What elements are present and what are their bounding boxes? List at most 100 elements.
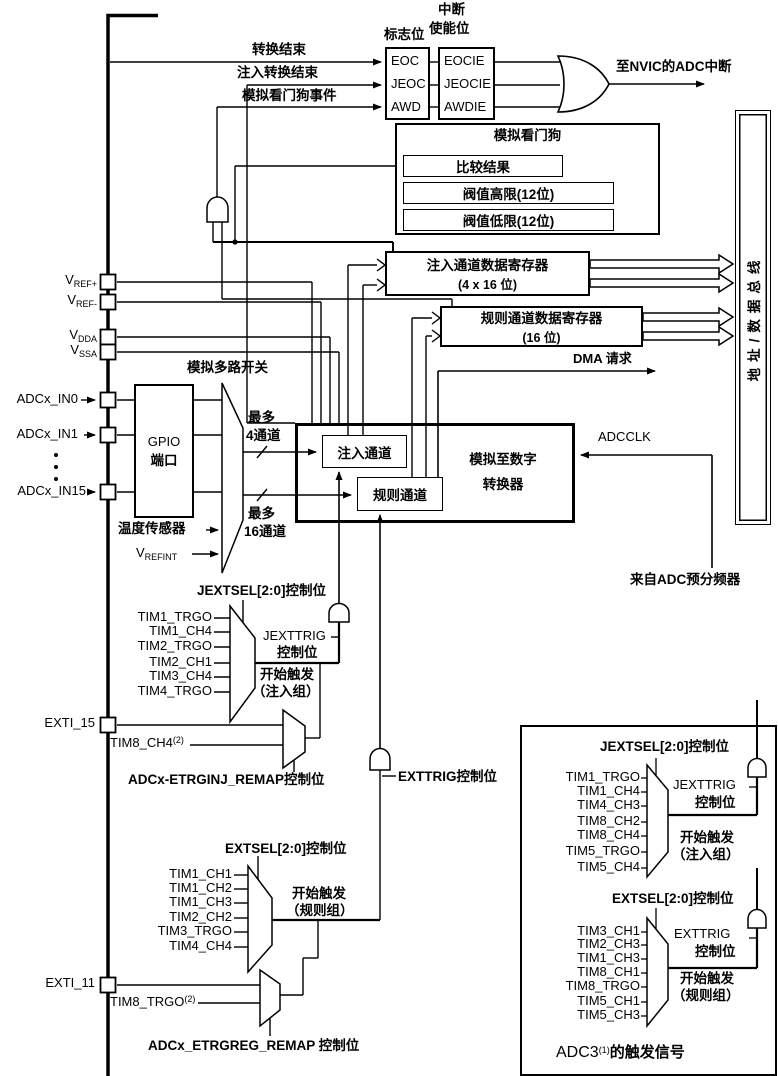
bus-label: 地址/数据总线 (747, 254, 762, 382)
adc3-caption-sup: (1) (598, 1045, 610, 1055)
junction-dot (232, 239, 238, 245)
jexttrig-gate-icon (328, 602, 350, 623)
trigger-input-label: TIM1_CH1 (169, 866, 232, 881)
adc3-exttrig-gate-icon (747, 908, 767, 929)
adc3-lines (641, 700, 759, 1017)
adc3-caption-text: 的触发信号 (609, 1044, 685, 1061)
ellipsis-dots (54, 453, 58, 481)
adc3-trigger-input-label: TIM5_TRGO (565, 843, 640, 858)
trigger-input-label: TIM3_CH4 (149, 668, 212, 683)
mux-output-lines (243, 445, 352, 502)
vssa-label: VSSA (30, 342, 97, 359)
vref-minus-label: VREF- (30, 292, 97, 309)
inj-start-label-1: 开始触发 (260, 667, 314, 682)
adc3-exttrig-label-1: EXTTRIG (674, 926, 731, 941)
adc3-trigger-input-label: TIM5_CH3 (577, 1007, 640, 1022)
jexttrig-label-1: JEXTTRIG (263, 628, 326, 643)
inj-start-label-2: （注入组） (252, 684, 320, 699)
regular-register-title: 规则通道数据寄存器 (480, 311, 603, 326)
tim8-trgo-sup: (2) (184, 994, 196, 1004)
extsel-label: EXTSEL[2:0]控制位 (225, 841, 347, 856)
vrefp-sub: REF+ (73, 279, 97, 289)
etrgreg-remap-label: ADCx_ETRGREG_REMAP 控制位 (148, 1038, 360, 1053)
eocie-bit: EOCIE (444, 53, 485, 68)
vdda-label: VDDA (30, 327, 97, 344)
adc3-trigger-input-label: TIM1_CH4 (577, 783, 640, 798)
jeocie-bit: JEOCIE (444, 76, 491, 91)
awd-signal-label: 模拟看门狗事件 (242, 88, 337, 103)
adc3-reg-start-2: （规则组） (672, 988, 740, 1003)
tim8-ch4-main: TIM8_CH4 (110, 735, 173, 750)
adc3-trigger-input-label: TIM4_CH3 (577, 797, 640, 812)
adc3-caption-main: ADC3 (556, 1044, 599, 1061)
temp-sensor-label: 温度传感器 (118, 521, 186, 536)
eoc-flag: EOC (391, 53, 420, 68)
trigger-input-label: TIM3_TRGO (157, 923, 232, 938)
extsel-mux (247, 863, 273, 974)
adc3-box (520, 725, 777, 1076)
flag-signal-lines (110, 58, 705, 424)
dma-request-label: DMA 请求 (573, 351, 632, 366)
adc3-trigger-input-label: TIM8_CH2 (577, 813, 640, 828)
adc3-jextsel-label: JEXTSEL[2:0]控制位 (600, 739, 730, 754)
regular-trigger-lines (117, 514, 396, 1036)
adc3-trigger-input-label: TIM3_CH1 (577, 923, 640, 938)
adc3-inj-start-2: （注入组） (672, 847, 740, 862)
awdie-bit: AWDIE (444, 99, 487, 114)
compare-result-box: 比较结果 (403, 155, 563, 177)
adc3-trigger-input-label: TIM5_CH4 (577, 859, 640, 874)
threshold-low-box: 阀值低限(12位) (403, 209, 614, 231)
injected-register-title: 注入通道数据寄存器 (426, 258, 549, 273)
jeoc-flag: JEOC (391, 76, 426, 91)
adc3-trigger-input-label: TIM8_CH1 (577, 964, 640, 979)
gpio-box: GPIO 端口 (134, 384, 194, 518)
etrginj-remap-label: ADCx-ETRGINJ_REMAP控制位 (128, 772, 325, 787)
threshold-high-box: 阀值高限(12位) (403, 182, 614, 204)
and-gates (206, 196, 767, 929)
prescaler-label: 来自ADC预分频器 (630, 572, 741, 587)
regular-channel-box: 规则通道 (357, 477, 443, 511)
adc3-jexttrig-label-1: JEXTTRIG (673, 777, 736, 792)
tim8-trgo-label: TIM8_TRGO(2) (110, 994, 195, 1010)
adc3-trigger-input-label: TIM8_TRGO (565, 978, 640, 993)
pin-pads (99, 273, 117, 994)
tim8-ch4-label: TIM8_CH4(2) (110, 735, 184, 751)
flag-bits-box: EOC JEOC AWD (385, 47, 430, 120)
eoc-signal-label: 转换结束 (252, 42, 306, 57)
jextsel-label: JEXTSEL[2:0]控制位 (197, 583, 327, 598)
exti15-label: EXTI_15 (44, 715, 95, 730)
adc3-jexttrig-gate-icon (747, 757, 767, 778)
exttrig-label: EXTTRIG控制位 (398, 769, 498, 784)
max4-label-2: 4通道 (246, 428, 281, 443)
exttrig-gate-icon (369, 747, 391, 771)
adc3-exttrig-label-2: 控制位 (695, 944, 736, 959)
address-data-bus (735, 110, 771, 525)
adc3-trigger-input-label: TIM8_CH4 (577, 827, 640, 842)
etrgreg-remap-mux (259, 968, 281, 1028)
jexttrig-label-2: 控制位 (277, 645, 318, 660)
adcclk-label: ADCCLK (598, 429, 651, 444)
injected-channel-box: 注入通道 (322, 435, 407, 468)
adc3-jextsel-mux (646, 762, 669, 880)
etrginj-remap-mux (282, 708, 306, 770)
interrupt-enable-box: EOCIE JEOCIE AWDIE (438, 47, 495, 120)
analog-mux-label: 模拟多路开关 (187, 360, 268, 375)
exti11-label: EXTI_11 (45, 975, 95, 990)
bus-arrows (589, 253, 735, 347)
reg-start-label-2: （规则组） (286, 903, 354, 918)
vrefm-main: V (67, 292, 76, 307)
mux-shapes (221, 382, 669, 1029)
adc3-caption: ADC3(1)的触发信号 (556, 1044, 685, 1062)
injected-channel-label: 注入通道 (337, 445, 392, 461)
threshold-high-label: 阀值高限(12位) (462, 187, 555, 202)
vrefint-main: V (136, 545, 145, 560)
converter-label-2: 转换器 (482, 477, 524, 492)
trigger-input-label: TIM2_CH2 (169, 909, 232, 924)
trigger-input-label: TIM2_TRGO (137, 638, 212, 653)
adcx-in15-label: ADCx_IN15 (17, 483, 86, 498)
max16-label-1: 最多 (248, 506, 275, 521)
injected-trigger-lines (117, 471, 343, 772)
flags-title: 标志位 (384, 27, 425, 42)
trigger-input-label: TIM1_CH2 (169, 880, 232, 895)
